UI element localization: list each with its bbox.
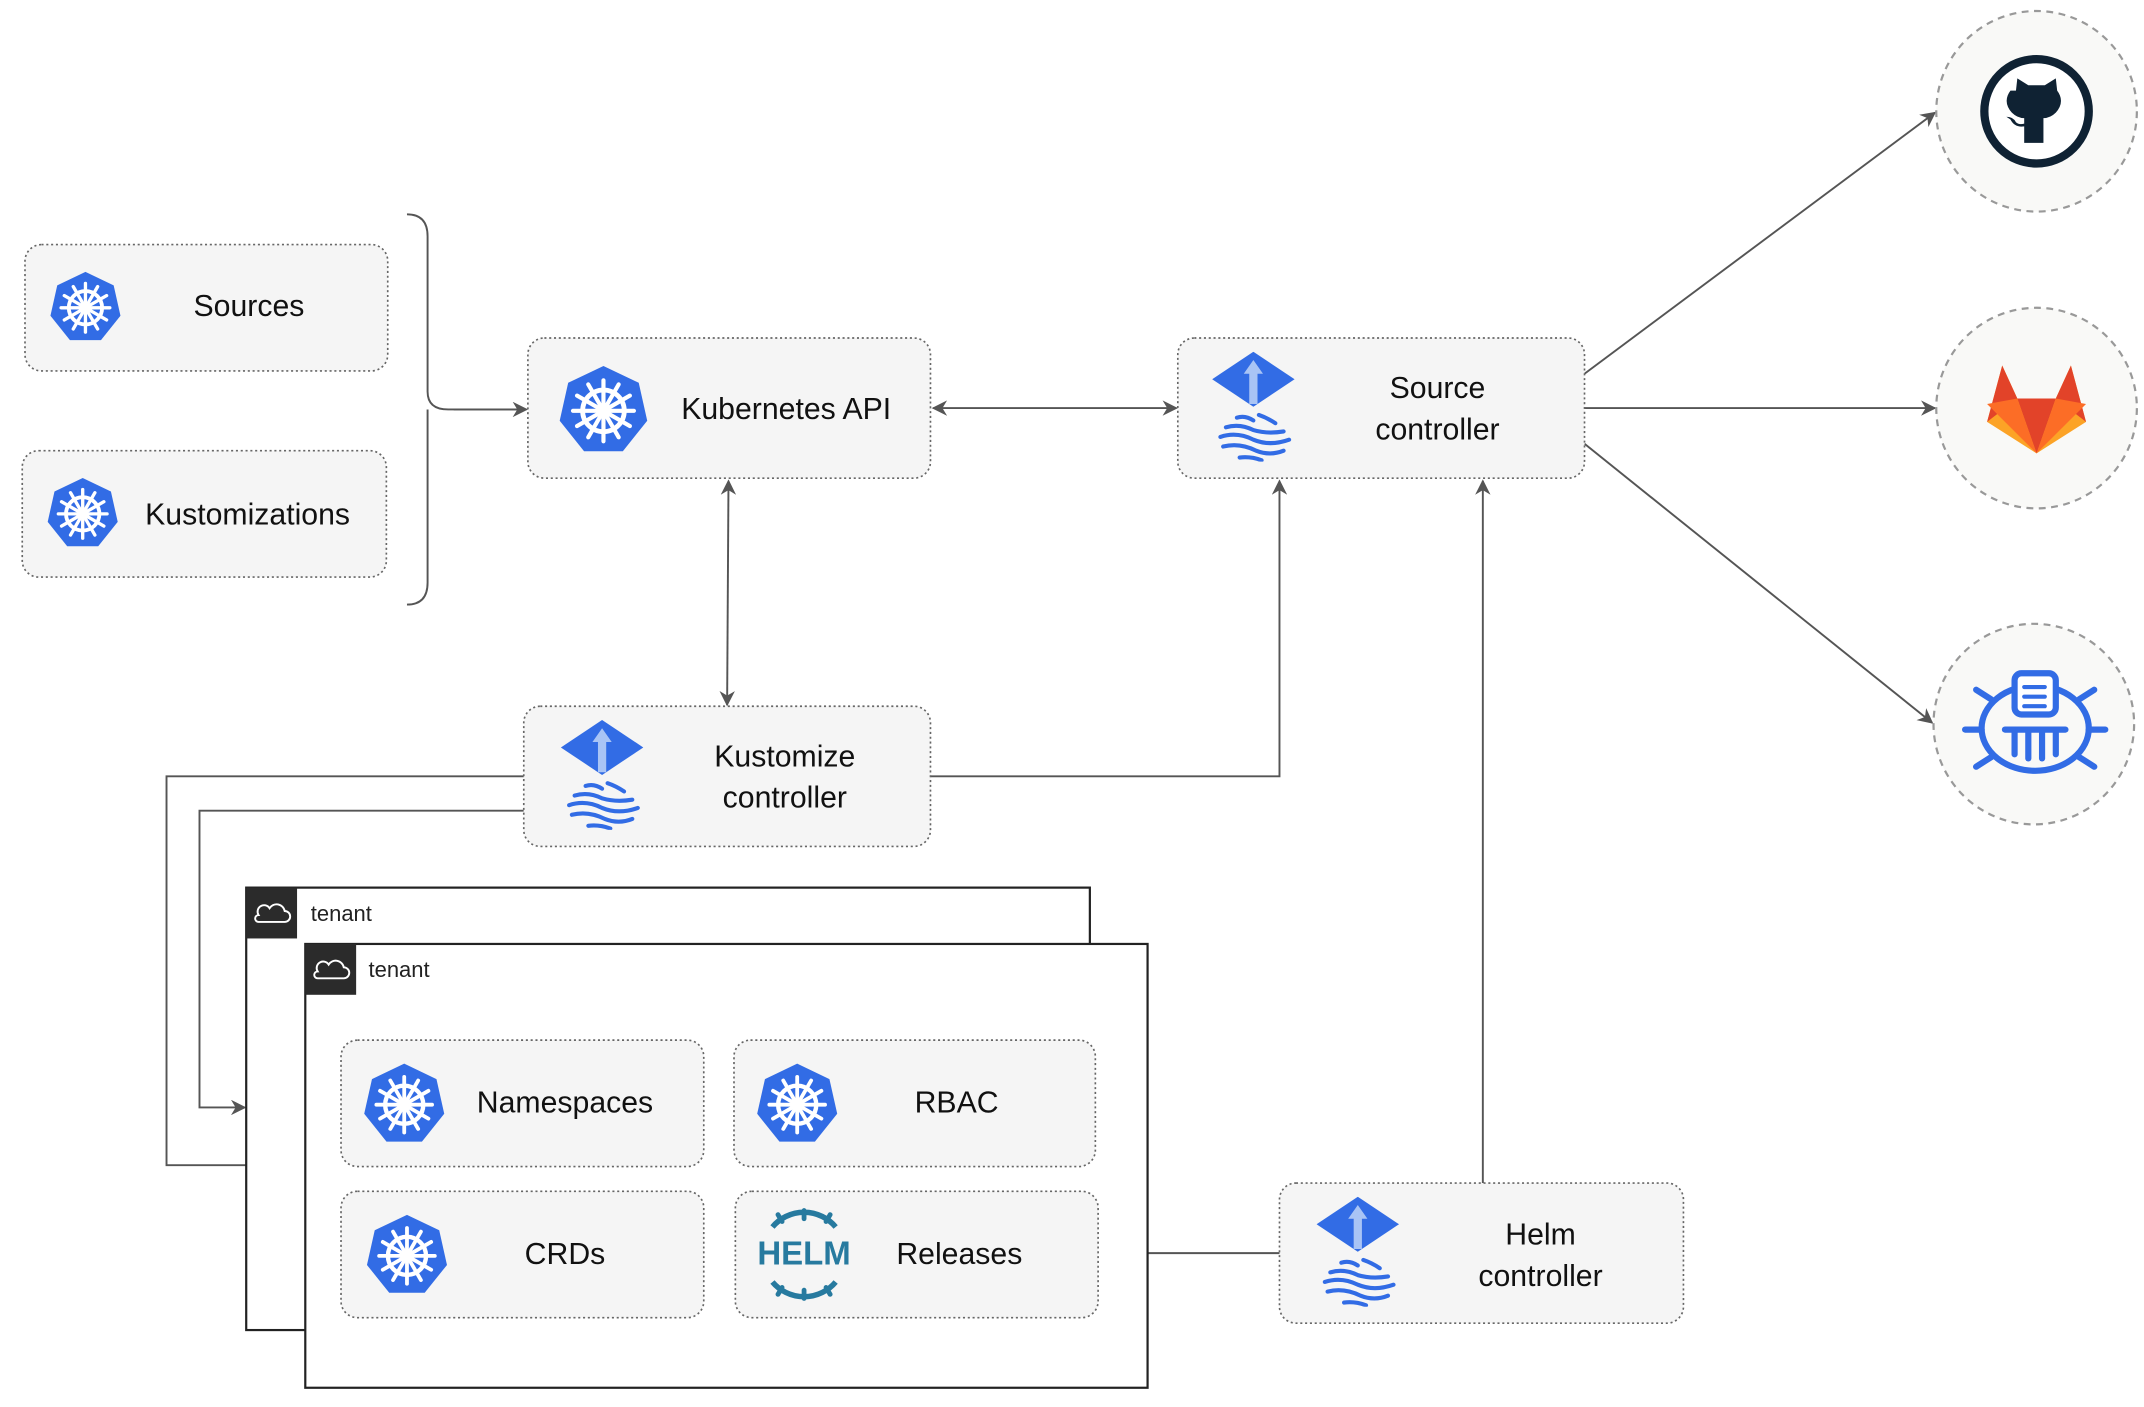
edge-source-to-github: [1583, 111, 1937, 375]
edge-kustomize-to-source: [930, 479, 1288, 778]
edge-kustomize-to-tenant-front: [165, 775, 524, 1173]
node-rbac[interactable]: RBAC: [733, 1039, 1097, 1168]
edge-kustomize-to-tenant-back: [198, 809, 524, 1116]
node-kustomizations[interactable]: Kustomizations: [21, 449, 388, 578]
node-label: CRDs: [525, 1238, 606, 1271]
brace-connector: [406, 213, 527, 606]
node-helm-controller[interactable]: Helm controller: [1278, 1182, 1685, 1325]
node-label-line1: Helm: [1505, 1219, 1576, 1252]
cloud-icon: [313, 959, 351, 980]
node-kubernetes-api[interactable]: Kubernetes API: [527, 337, 932, 479]
node-label: Sources: [194, 290, 305, 323]
node-label-line1: Kustomize: [714, 740, 855, 773]
node-source-controller[interactable]: Source controller: [1176, 337, 1586, 479]
node-label: Kubernetes API: [681, 393, 891, 426]
node-releases[interactable]: HELM Releases: [734, 1190, 1099, 1319]
tenant-group-front[interactable]: tenant Namespaces RBAC CRDs HELM: [304, 942, 1149, 1389]
node-label: Kustomizations: [145, 499, 350, 532]
node-crds[interactable]: CRDs: [340, 1190, 705, 1319]
edge-api-kustomize-controller: [719, 479, 737, 707]
svg-text:HELM: HELM: [757, 1235, 850, 1272]
edge-source-to-helm-repo: [1583, 443, 1934, 724]
node-label-line1: Source: [1390, 372, 1486, 405]
external-helm-repository[interactable]: [1932, 622, 2136, 826]
node-label-line2: controller: [1375, 413, 1499, 446]
node-label-line2: controller: [723, 782, 847, 815]
external-github[interactable]: [1935, 9, 2138, 213]
gitlab-icon: [1987, 365, 2087, 454]
tenant-label: tenant: [311, 901, 372, 926]
github-icon: [1980, 54, 2093, 168]
node-label-line2: controller: [1478, 1260, 1602, 1293]
tenant-label: tenant: [369, 957, 430, 982]
node-label: RBAC: [915, 1087, 999, 1120]
node-label: Namespaces: [477, 1087, 653, 1120]
helm-logo: HELM: [757, 1208, 851, 1301]
node-kustomize-controller[interactable]: Kustomize controller: [522, 705, 932, 848]
node-label: Releases: [896, 1238, 1022, 1271]
external-gitlab[interactable]: [1935, 306, 2138, 510]
node-namespaces[interactable]: Namespaces: [340, 1039, 705, 1168]
cloud-icon: [254, 903, 292, 923]
helm-repository-icon: [1962, 670, 2109, 774]
node-sources[interactable]: Sources: [24, 243, 389, 372]
